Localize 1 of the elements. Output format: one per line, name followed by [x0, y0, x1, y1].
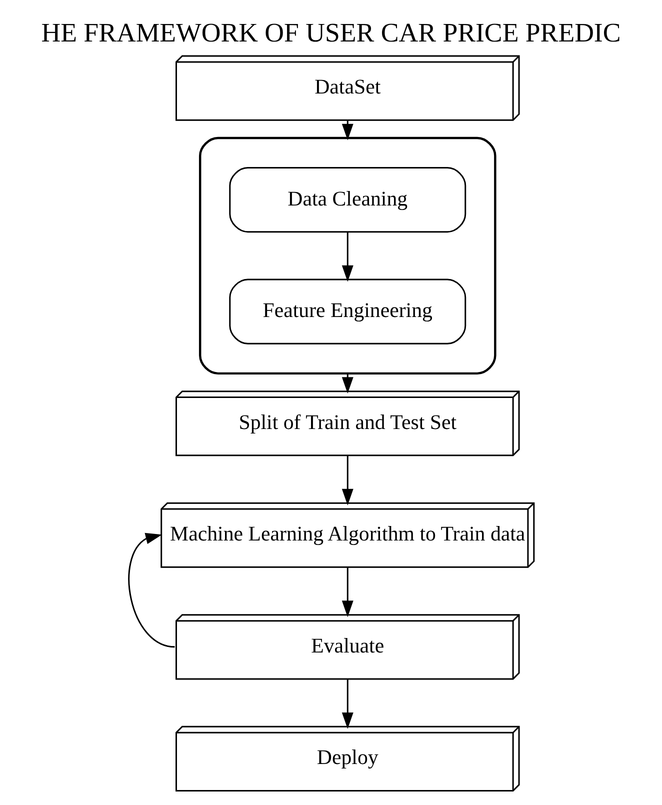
diagram-title: HE FRAMEWORK OF USER CAR PRICE PREDIC [41, 18, 621, 48]
